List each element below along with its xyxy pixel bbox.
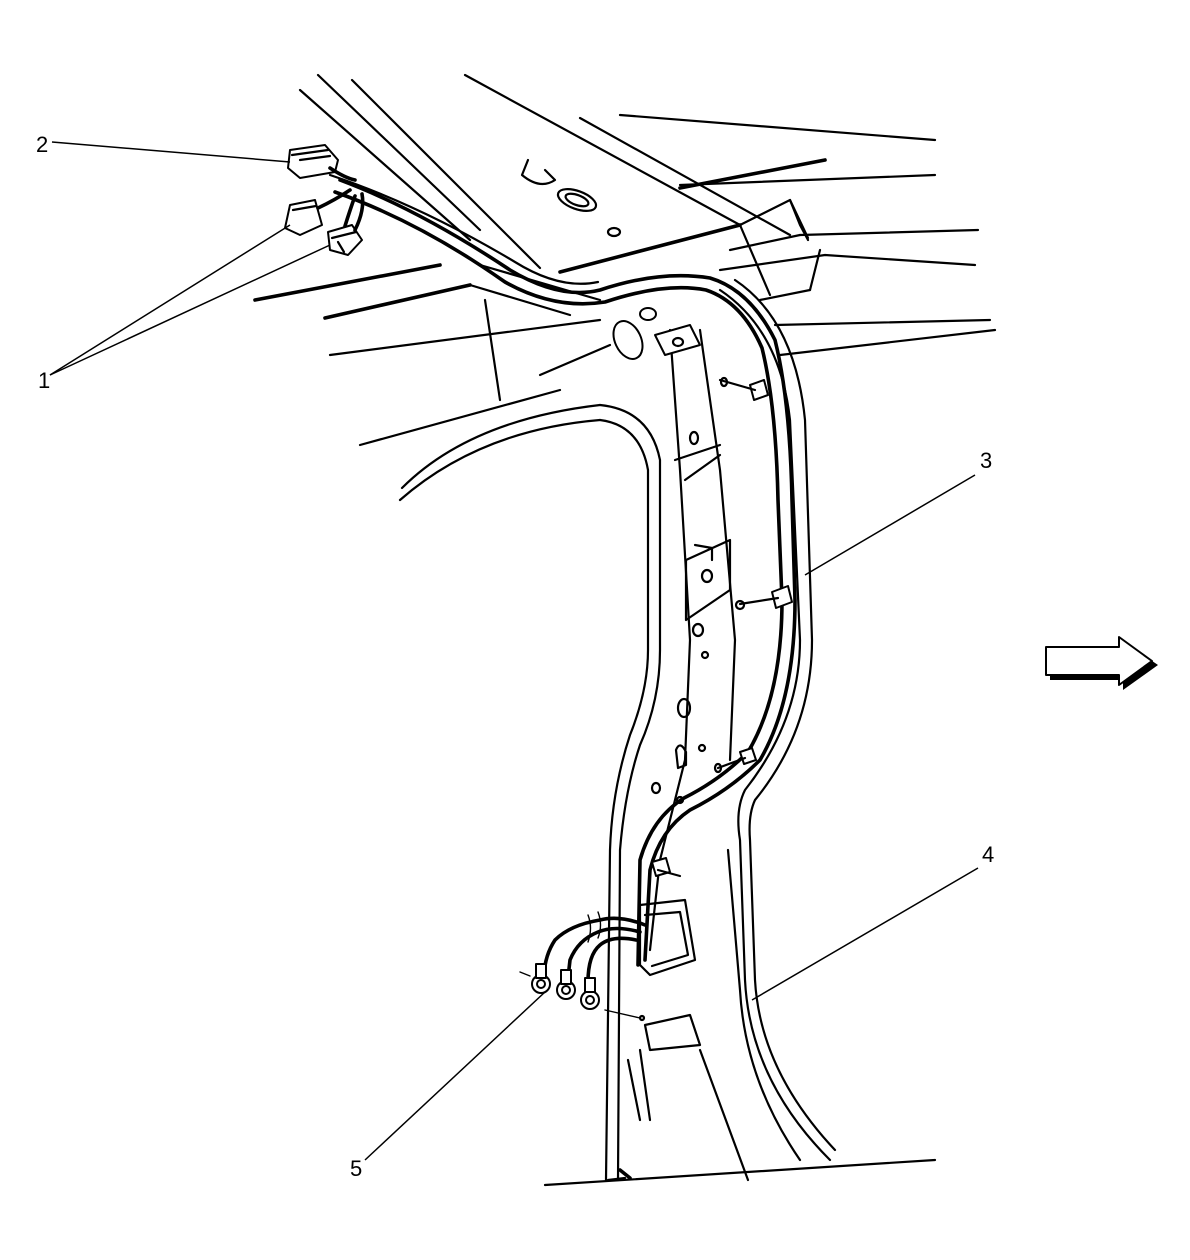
callout-leaders xyxy=(49,141,979,1161)
callout-1: 1 xyxy=(38,368,50,393)
connectors xyxy=(284,144,365,256)
callout-3: 3 xyxy=(980,448,992,473)
front-arrow-icon xyxy=(1045,636,1158,690)
wiring-harness xyxy=(328,173,797,1022)
roof-structure xyxy=(253,73,997,502)
callout-2: 2 xyxy=(36,132,48,157)
callout-5: 5 xyxy=(350,1156,362,1181)
callout-4: 4 xyxy=(982,842,994,867)
callout-labels: 1 2 3 4 5 xyxy=(36,132,994,1181)
pillar-body xyxy=(543,278,937,1187)
